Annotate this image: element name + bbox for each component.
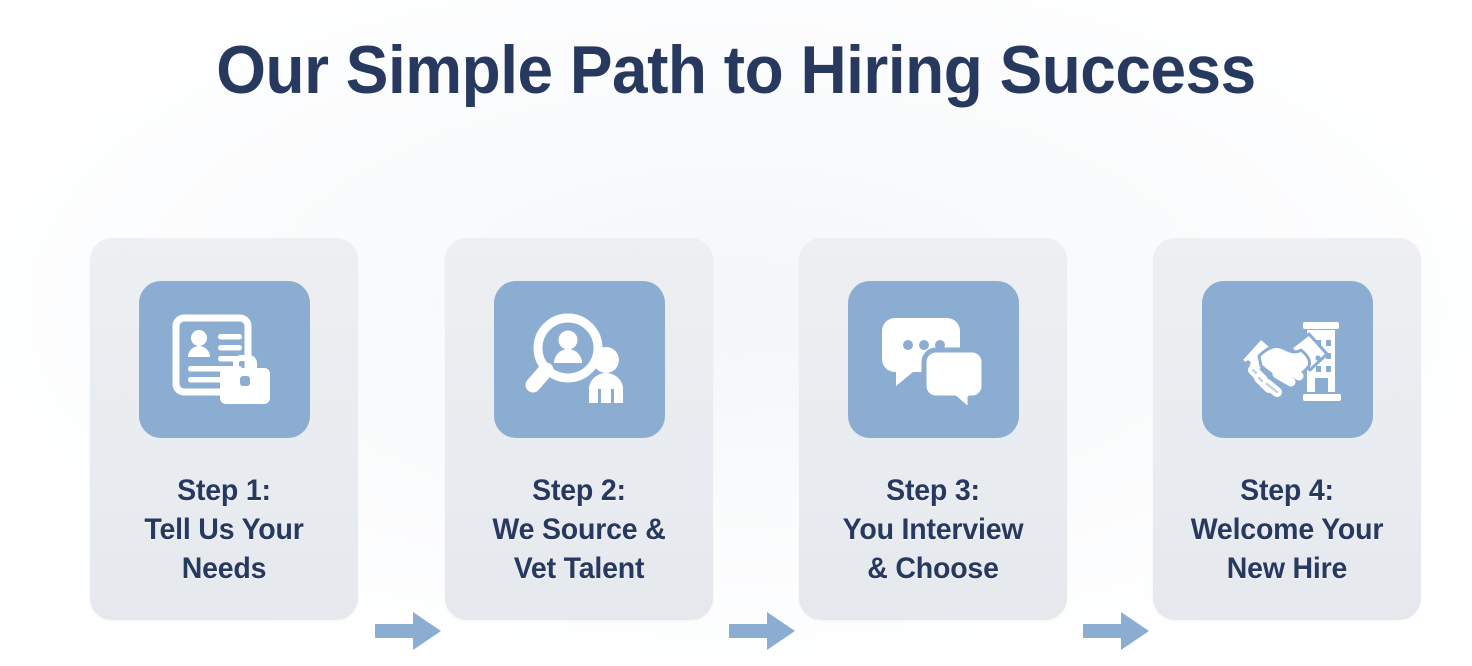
step-3-label: Step 3: You Interview & Choose: [842, 474, 1024, 585]
steps-row: Step 1: Tell Us Your Needs: [0, 238, 1472, 650]
step-card-4[interactable]: Step 4: Welcome Your New Hire: [1153, 238, 1421, 620]
step-card-1[interactable]: Step 1: Tell Us Your Needs: [90, 238, 358, 620]
arrow-right-icon: [1081, 608, 1151, 654]
handshake-building-icon: [1231, 308, 1343, 412]
resume-briefcase-icon: [168, 308, 280, 412]
speech-bubbles-icon: [877, 308, 989, 412]
arrow-right-icon: [373, 608, 443, 654]
candidate-search-icon: [523, 308, 635, 412]
arrow-right-icon: [727, 608, 797, 654]
connector-arrow-1: [373, 608, 443, 654]
step-4-label: Step 4: Welcome Your New Hire: [1190, 474, 1384, 585]
step-2-icon-tile: [493, 281, 665, 438]
page-title: Our Simple Path to Hiring Success: [216, 32, 1256, 108]
step-1-icon-tile: [138, 281, 310, 438]
connector-arrow-2: [727, 608, 797, 654]
connector-arrow-3: [1081, 608, 1151, 654]
step-1-label: Step 1: Tell Us Your Needs: [144, 474, 304, 585]
step-card-3[interactable]: Step 3: You Interview & Choose: [799, 238, 1067, 620]
step-card-2[interactable]: Step 2: We Source & Vet Talent: [445, 238, 713, 620]
step-4-icon-tile: [1201, 281, 1373, 438]
step-2-label: Step 2: We Source & Vet Talent: [492, 474, 666, 585]
step-3-icon-tile: [847, 281, 1019, 438]
